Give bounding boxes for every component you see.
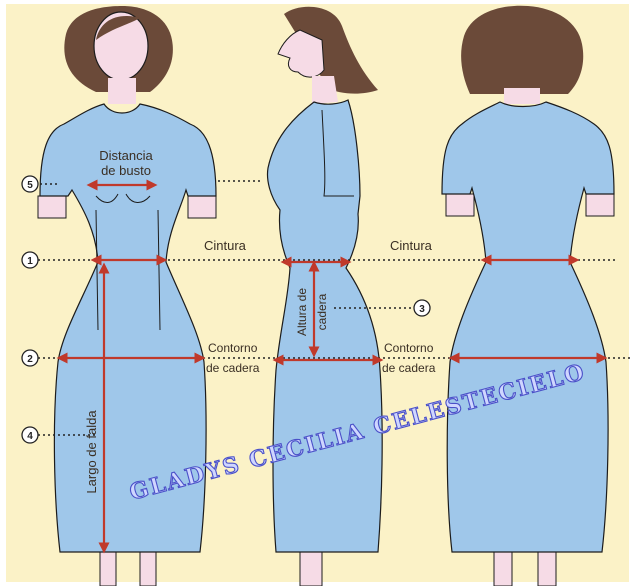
hip-height-label-1: Altura de xyxy=(295,288,309,336)
back-waist-label: Cintura xyxy=(390,238,433,253)
front-left-leg xyxy=(100,548,116,586)
front-hip-label-1: Contorno xyxy=(208,341,258,355)
hip-height-label-2: cadera xyxy=(315,293,329,330)
back-dress xyxy=(442,102,614,552)
bust-distance-label-1: Distancia xyxy=(99,148,153,163)
front-waist-label: Cintura xyxy=(204,238,247,253)
marker-5-label: 5 xyxy=(27,180,33,191)
back-left-arm xyxy=(446,194,474,216)
marker-2: 2 xyxy=(22,350,38,366)
marker-3: 3 xyxy=(414,300,430,316)
back-hair xyxy=(461,6,583,94)
marker-1: 1 xyxy=(22,252,38,268)
front-hip-label-2: de cadera xyxy=(206,361,260,375)
front-left-arm xyxy=(38,196,66,218)
back-neck xyxy=(504,88,540,104)
marker-5: 5 xyxy=(22,176,38,192)
back-right-arm xyxy=(586,194,614,216)
front-neck xyxy=(108,78,136,104)
side-neck xyxy=(312,76,338,104)
skirt-length-label: Largo de falda xyxy=(84,410,99,494)
marker-3-label: 3 xyxy=(419,304,425,315)
marker-4: 4 xyxy=(22,427,38,443)
back-hip-label-2: de cadera xyxy=(382,361,436,375)
marker-1-label: 1 xyxy=(27,256,33,267)
bust-distance-label-2: de busto xyxy=(101,163,151,178)
marker-4-label: 4 xyxy=(27,431,33,442)
front-right-leg xyxy=(140,548,156,586)
back-right-leg xyxy=(538,548,556,586)
front-right-arm xyxy=(188,196,216,218)
back-left-leg xyxy=(494,548,512,586)
back-hip-label-1: Contorno xyxy=(384,341,434,355)
side-leg xyxy=(300,548,322,586)
marker-2-label: 2 xyxy=(27,354,33,365)
